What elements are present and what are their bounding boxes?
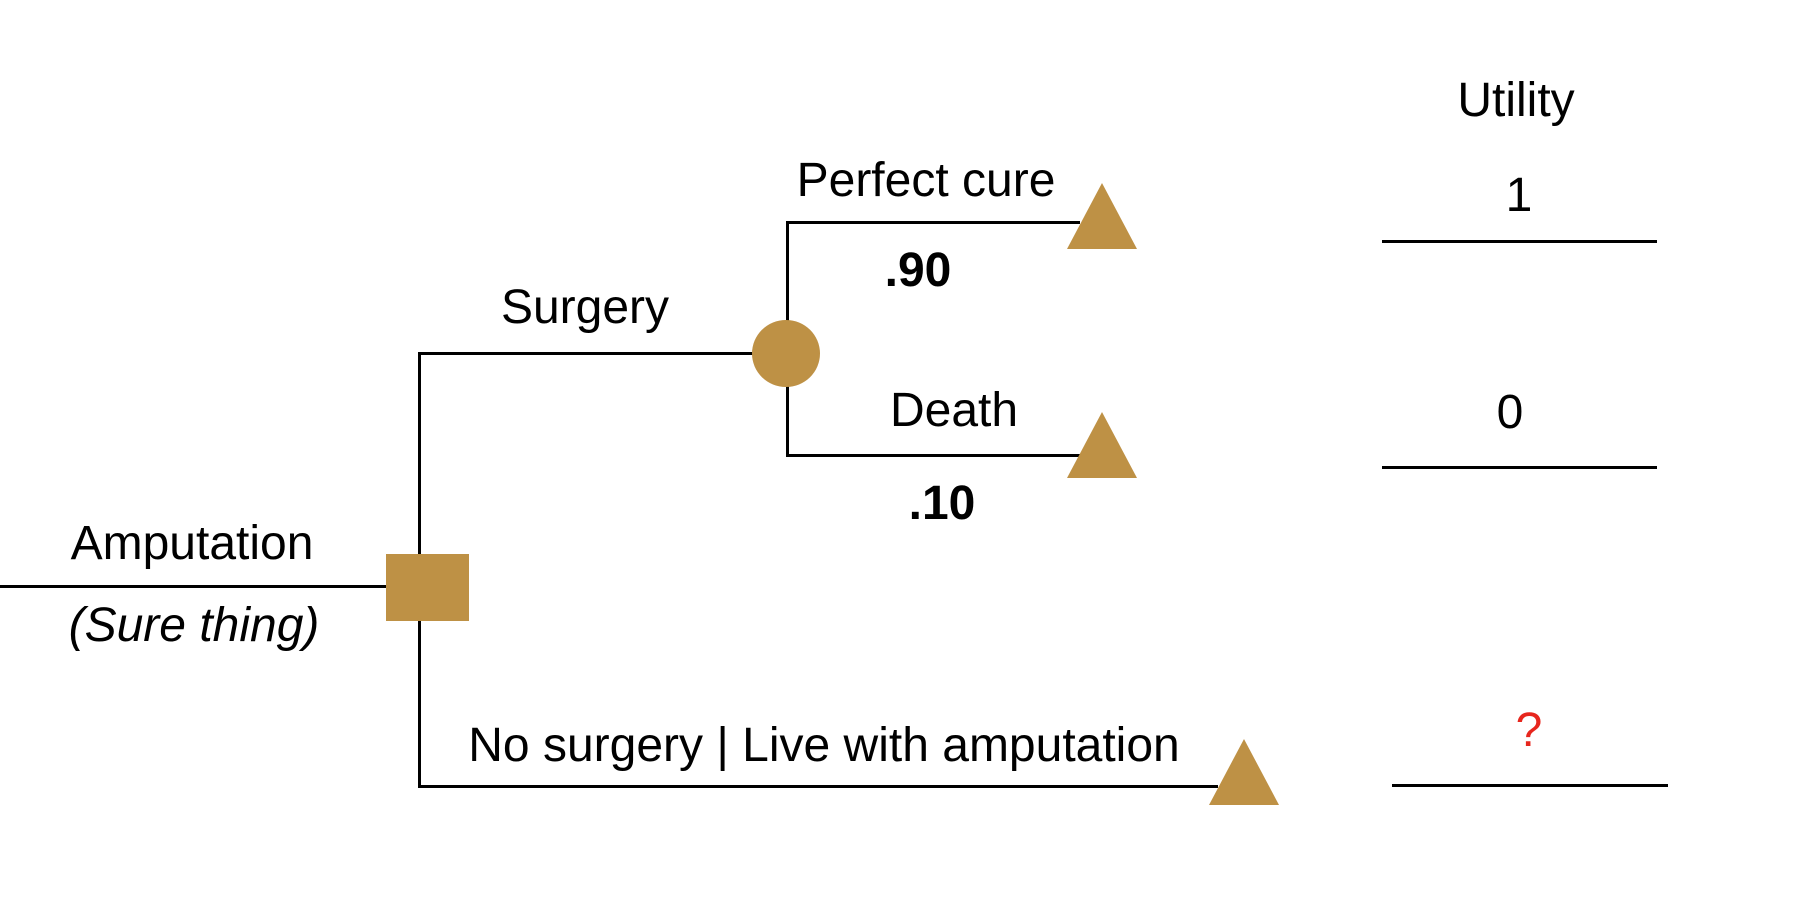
death-branch-line	[786, 454, 1080, 457]
chance-top-vertical-line	[786, 221, 789, 356]
probability-death: .10	[908, 477, 976, 530]
root-branch-line	[0, 585, 387, 588]
terminal-node-triangle-perfect-cure-icon	[1067, 183, 1137, 249]
utility-underline-unknown	[1392, 784, 1668, 787]
branch-label-perfect-cure: Perfect cure	[796, 154, 1056, 207]
terminal-node-triangle-death-icon	[1067, 412, 1137, 478]
no-surgery-branch-line	[418, 785, 1218, 788]
surgery-branch-line	[418, 352, 786, 355]
branch-label-death: Death	[889, 384, 1019, 437]
probability-perfect-cure: .90	[884, 244, 952, 297]
chance-bottom-vertical-line	[786, 353, 789, 457]
decision-node-square-icon	[386, 554, 469, 621]
perfect-cure-branch-line	[786, 221, 1080, 224]
chance-node-circle-icon	[752, 320, 820, 387]
root-branch-label: Amputation	[70, 517, 314, 570]
utility-value-unknown: ?	[1515, 704, 1543, 757]
root-qualifier-label: (Sure thing)	[68, 599, 320, 652]
utility-column-header: Utility	[1457, 74, 1575, 127]
utility-underline-0	[1382, 466, 1657, 469]
utility-value-death: 0	[1496, 386, 1524, 439]
branch-label-surgery: Surgery	[500, 281, 670, 334]
utility-underline-1	[1382, 240, 1657, 243]
branch-label-no-surgery: No surgery | Live with amputation	[468, 719, 1180, 772]
terminal-node-triangle-no-surgery-icon	[1209, 739, 1279, 805]
utility-value-perfect-cure: 1	[1505, 169, 1533, 222]
